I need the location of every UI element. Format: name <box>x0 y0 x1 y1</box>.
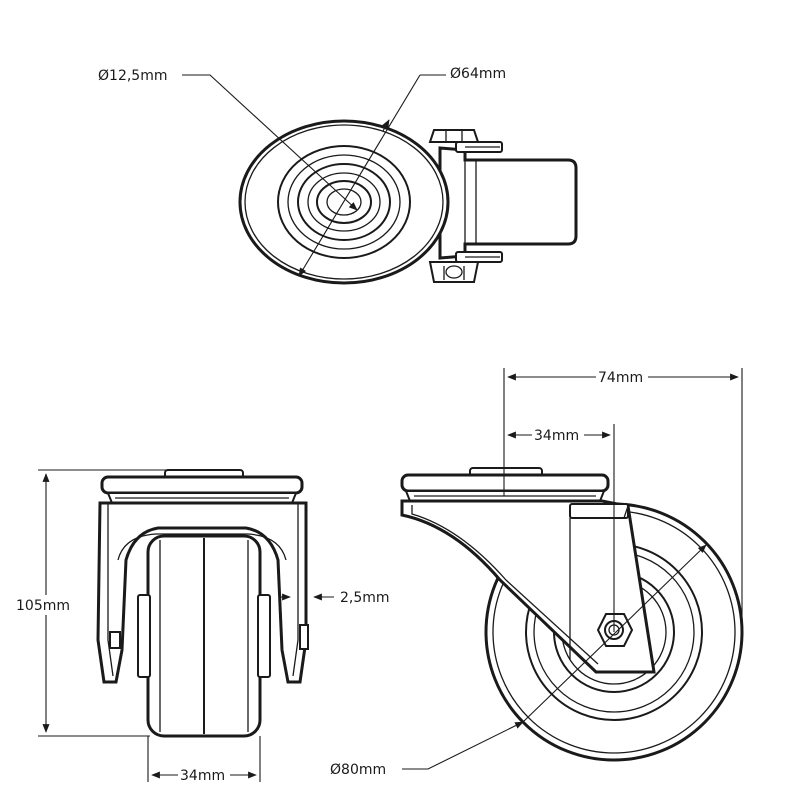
side-view: 74mm 34mm Ø80mm <box>330 368 744 778</box>
bracket-thickness-dimension: 2,5mm <box>280 590 390 606</box>
front-wheel <box>146 534 262 738</box>
front-view: 105mm 34mm 2,5mm <box>14 469 390 784</box>
top-wheel-diameter-dimension: Ø64mm <box>298 66 506 277</box>
front-wheel-width-dimension: 34mm <box>147 736 261 784</box>
side-wheel-diameter-dimension: Ø80mm <box>330 544 707 778</box>
overall-length-label: 74mm <box>598 370 643 386</box>
axle-diameter-dimension: Ø12,5mm <box>98 68 358 211</box>
top-view-bracket <box>438 141 578 263</box>
height-label: 105mm <box>16 598 70 614</box>
front-wheel-width-label: 34mm <box>180 768 225 784</box>
bottom-nut-icon <box>428 261 480 283</box>
front-bracket <box>96 501 308 684</box>
offset-dimension: 34mm <box>507 424 615 632</box>
offset-label: 34mm <box>534 428 579 444</box>
side-axle-nut-icon <box>596 613 634 647</box>
overall-length-dimension: 74mm <box>503 368 743 632</box>
height-dimension: 105mm <box>14 469 170 737</box>
side-top-plate <box>400 467 610 502</box>
top-wheel-diameter-label: Ø64mm <box>450 66 506 82</box>
axle-diameter-label: Ø12,5mm <box>98 68 167 84</box>
top-view: Ø12,5mm Ø64mm <box>98 66 578 285</box>
side-wheel-diameter-label: Ø80mm <box>330 762 386 778</box>
top-nut-icon <box>428 129 480 143</box>
front-axle-hubs <box>109 594 309 678</box>
front-top-plate <box>100 469 304 504</box>
bracket-thickness-label: 2,5mm <box>340 590 390 606</box>
